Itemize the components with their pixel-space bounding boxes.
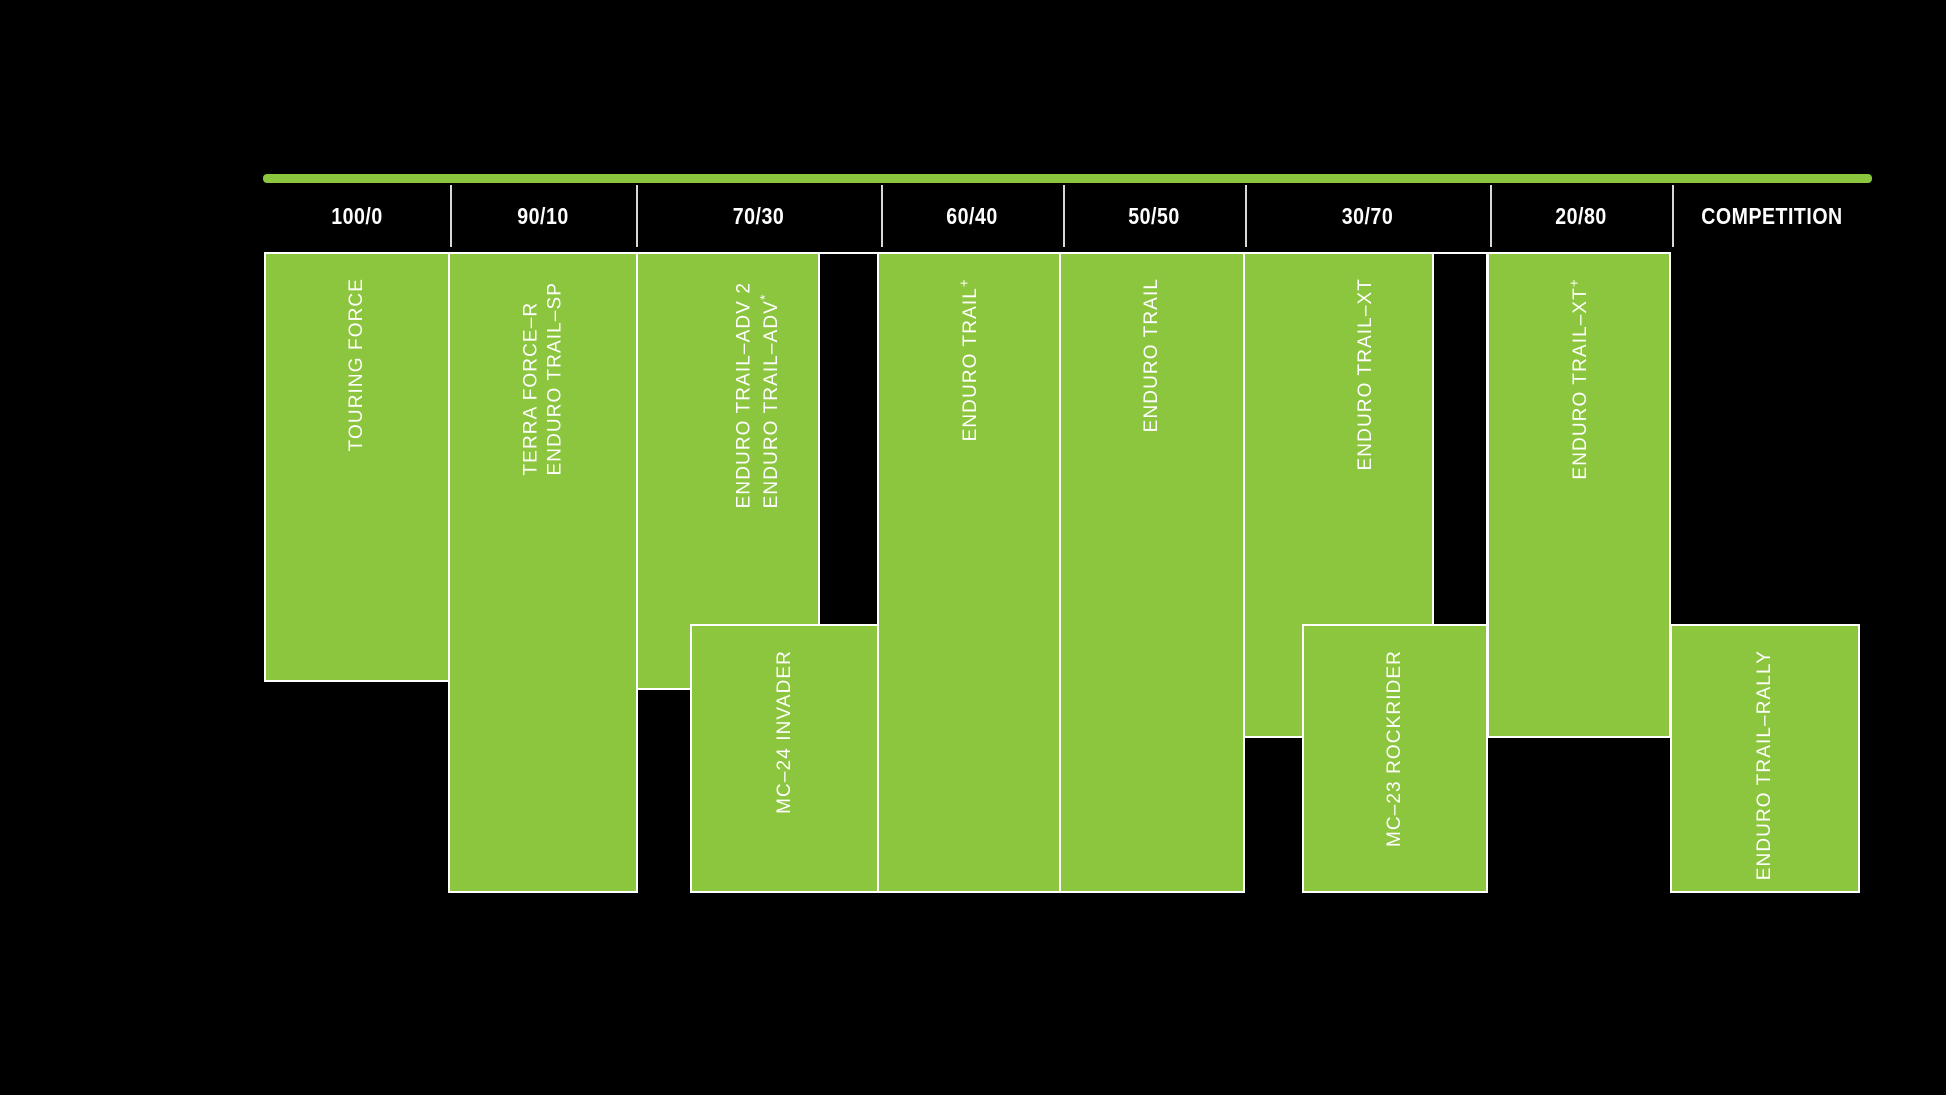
header-band: 100/0 90/10 70/30 60/40 50/50 30/70 20/80 COMPE… xyxy=(263,185,1872,247)
block-touring-force-label: TOURING FORCE xyxy=(345,278,369,451)
header-cell-70-30[interactable]: 70/30 xyxy=(732,202,785,229)
header-separator-5 xyxy=(1490,185,1492,247)
block-enduro-trail[interactable]: ENDURO TRAIL xyxy=(1059,252,1245,893)
block-enduro-trail-label: ENDURO TRAIL xyxy=(1140,278,1164,432)
header-separator-0 xyxy=(450,185,452,247)
block-terra-force-r-label-line1: TERRA FORCE–R xyxy=(520,301,542,476)
header-cell-competition[interactable]: COMPETITION xyxy=(1701,202,1843,229)
header-cell-20-80[interactable]: 20/80 xyxy=(1555,202,1607,229)
block-enduro-trail-rally-label: ENDURO TRAIL–RALLY xyxy=(1753,650,1777,880)
block-touring-force[interactable]: TOURING FORCE xyxy=(264,252,450,682)
header-cell-90-10[interactable]: 90/10 xyxy=(517,202,569,229)
block-enduro-trail-xt-plus-label: ENDURO TRAIL–XT+ xyxy=(1565,278,1592,480)
block-mc-24-invader[interactable]: MC–24 INVADER xyxy=(690,624,880,893)
block-mc-23-rockrider-label: MC–23 ROCKRIDER xyxy=(1383,650,1407,847)
notch-70-30 xyxy=(818,252,880,630)
header-cell-30-70[interactable]: 30/70 xyxy=(1341,202,1394,229)
block-enduro-trail-xt-plus-label-line1: ENDURO TRAIL–XT+ xyxy=(1566,278,1591,480)
notch-30-70 xyxy=(1432,252,1488,626)
header-cell-60-40[interactable]: 60/40 xyxy=(946,202,998,229)
header-separator-4 xyxy=(1245,185,1247,247)
header-separator-6 xyxy=(1672,185,1674,247)
top-accent-rule xyxy=(263,174,1872,183)
block-enduro-trail-xt-label: ENDURO TRAIL–XT xyxy=(1354,278,1378,470)
block-enduro-trail-xt-label-line1: ENDURO TRAIL–XT xyxy=(1354,278,1376,471)
header-cell-50-50[interactable]: 50/50 xyxy=(1128,202,1180,229)
block-enduro-trail-label-line1: ENDURO TRAIL xyxy=(1141,278,1163,433)
block-enduro-trail-xt-plus[interactable]: ENDURO TRAIL–XT+ xyxy=(1487,252,1671,738)
block-terra-force-r-label-line2: ENDURO TRAIL–SP xyxy=(544,282,565,476)
block-touring-force-label-line1: TOURING FORCE xyxy=(346,278,368,452)
block-enduro-trail-adv-label-line1: ENDURO TRAIL–ADV 2 xyxy=(733,282,755,509)
block-enduro-trail-plus-label: ENDURO TRAIL+ xyxy=(955,278,982,441)
block-enduro-trail-plus[interactable]: ENDURO TRAIL+ xyxy=(877,252,1061,893)
block-enduro-trail-rally-label-line1: ENDURO TRAIL–RALLY xyxy=(1754,650,1776,881)
header-separator-2 xyxy=(881,185,883,247)
block-mc-24-invader-label-line1: MC–24 INVADER xyxy=(774,650,796,814)
block-mc-23-rockrider-label-line1: MC–23 ROCKRIDER xyxy=(1384,650,1406,848)
header-cell-100-0[interactable]: 100/0 xyxy=(331,202,383,229)
header-separator-1 xyxy=(636,185,638,247)
block-enduro-trail-rally[interactable]: ENDURO TRAIL–RALLY xyxy=(1670,624,1860,893)
block-enduro-trail-adv-label-line2: ENDURO TRAIL–ADV* xyxy=(757,293,782,509)
superscript-marker: + xyxy=(956,278,972,288)
block-mc-23-rockrider[interactable]: MC–23 ROCKRIDER xyxy=(1302,624,1488,893)
superscript-marker: + xyxy=(1566,278,1582,288)
block-enduro-trail-plus-label-line1: ENDURO TRAIL+ xyxy=(956,278,981,442)
block-mc-24-invader-label: MC–24 INVADER xyxy=(773,650,797,814)
superscript-marker: * xyxy=(757,293,773,301)
header-separator-3 xyxy=(1063,185,1065,247)
